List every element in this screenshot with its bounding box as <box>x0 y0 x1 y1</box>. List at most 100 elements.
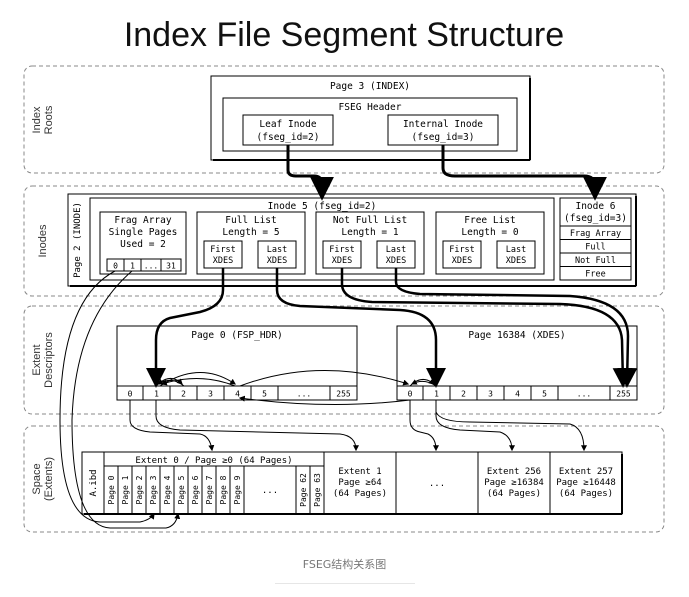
space-pages-ellipsis: ... <box>262 486 278 496</box>
space-page-6: Page 6 <box>191 475 200 504</box>
row-space: Space (Extents) <box>23 425 665 533</box>
space-file: A.ibd Extent 0 / Page ≥0 (64 Pages) Page… <box>81 451 623 515</box>
full-list-line2: Length = 5 <box>222 227 279 238</box>
extent-0-title: Extent 0 / Page ≥0 (64 Pages) <box>135 456 292 466</box>
frag-array-line3: Used = 2 <box>120 239 166 250</box>
full-list-first-xdes <box>203 240 243 269</box>
space-page-0: Page 0 <box>107 475 116 504</box>
arrow-right-0-to-left-4 <box>238 395 411 406</box>
free-first-xdes <box>442 240 482 269</box>
not-full-last-line1: Last <box>386 245 406 255</box>
space-page-5: Page 5 <box>177 475 186 504</box>
xdes-right-cell-255: 255 <box>616 390 631 399</box>
free-list-line2: Length = 0 <box>461 227 518 238</box>
xdes-left-cell-5: 5 <box>262 390 267 399</box>
xdes-right-cell-2: 2 <box>461 390 466 399</box>
inode-6: Inode 6 (fseg_id=3) Frag Array Full Not … <box>559 197 632 281</box>
space-page-4: Page 4 <box>163 475 172 504</box>
not-full-list-line1: Not Full List <box>333 215 407 226</box>
xdes-left-cell-0: 0 <box>128 390 133 399</box>
space-page-8: Page 8 <box>219 475 228 504</box>
inode-6-title-1: Inode 6 <box>575 201 615 212</box>
row-label-extent-2: Descriptors <box>43 332 55 388</box>
free-last-xdes <box>496 240 536 269</box>
arrow-xdes-r0-to-middle <box>409 400 439 452</box>
extent-256-line3: (64 Pages) <box>487 489 541 499</box>
row-label-space-2: (Extents) <box>43 457 55 501</box>
inode-5-title: Inode 5 (fseg_id=2) <box>268 201 377 212</box>
xdes-left-cell-255: 255 <box>336 390 351 399</box>
inode-6-frag-array: Frag Array <box>570 229 621 239</box>
frag-cell-0: 0 <box>113 262 118 271</box>
row-label-extent-1: Extent <box>31 344 43 375</box>
row-label-inodes: Inodes <box>37 224 49 258</box>
leaf-inode-id: (fseg_id=2) <box>257 132 320 143</box>
diagram-title: Index File Segment Structure <box>124 16 564 54</box>
arrow-full-first <box>146 268 225 388</box>
arrow-frag1-to-page <box>71 270 181 529</box>
figure-caption: FSEG结构关系图 <box>302 558 387 571</box>
xdes-left-cell-4: 4 <box>235 390 240 399</box>
full-first-line1: First <box>210 245 236 255</box>
extent-1 <box>323 451 397 515</box>
arrow-frag0-to-page <box>59 270 155 523</box>
row-label-index-roots-2: Roots <box>43 105 55 134</box>
frag-array-line1: Frag Array <box>114 215 171 226</box>
xdes-right-cell-4: 4 <box>515 390 520 399</box>
xdes-right-cell-3: 3 <box>488 390 493 399</box>
row-label-index-roots-1: Index <box>31 106 43 133</box>
row-inodes: Inodes <box>23 185 665 297</box>
inode-6-full: Full <box>585 243 605 253</box>
extent-1-line1: Extent 1 <box>338 467 381 477</box>
arrows <box>59 145 638 529</box>
xdes-left-cell-2: 2 <box>181 390 186 399</box>
not-full-first-line2: XDES <box>332 256 352 266</box>
full-list-last-xdes <box>257 240 297 269</box>
xdes-right-cells: 0 1 2 3 4 5 ... 255 <box>396 385 638 401</box>
row-extent-descriptors: Extent Descriptors <box>23 305 665 415</box>
extent-1-line2: Page ≥64 <box>338 478 381 488</box>
xdes-left-cells: 0 1 2 3 4 5 ... 255 <box>116 385 358 401</box>
xdes-page-0: Page 0 (FSP_HDR) <box>116 325 358 387</box>
xdes-left-cell-1: 1 <box>154 390 159 399</box>
fseg-header-label: FSEG Header <box>339 102 402 113</box>
row-index-roots: Index Roots <box>23 65 665 174</box>
xdes-right-cell-5: 5 <box>542 390 547 399</box>
full-list-line1: Full List <box>225 215 276 226</box>
arrow-xdes-4-to-1 <box>160 377 236 387</box>
row-label-space-1: Space <box>31 463 43 494</box>
arrow-notfull-first <box>340 268 633 388</box>
arrow-xdes0-to-extent0 <box>129 400 215 452</box>
extent-1-line3: (64 Pages) <box>333 489 387 499</box>
xdes-right-cell-ellipsis: ... <box>577 390 591 399</box>
arrow-notfull-last <box>394 268 638 388</box>
internal-inode-id: (fseg_id=3) <box>412 132 475 143</box>
space-page-63: Page 63 <box>313 473 322 507</box>
extent-middle <box>395 451 479 515</box>
full-last-line2: XDES <box>267 256 287 266</box>
arrow-xdes-r1-to-extent256 <box>435 400 515 452</box>
space-page-3: Page 3 <box>149 475 158 504</box>
extent-0 <box>103 451 325 515</box>
free-last-line2: XDES <box>506 256 526 266</box>
space-page-1: Page 1 <box>121 475 130 504</box>
extent-257-line2: Page ≥16448 <box>556 478 616 488</box>
extent-256 <box>477 451 551 515</box>
arrow-xdes-4-to-right-0 <box>239 370 410 387</box>
xdes-right-cell-1: 1 <box>434 390 439 399</box>
xdes-left-cell-3: 3 <box>208 390 213 399</box>
frag-array-line2: Single Pages <box>109 227 178 238</box>
frag-cell-ellipsis: ... <box>144 262 158 271</box>
extent-middle-ellipsis: ... <box>429 479 445 489</box>
inode-6-free: Free <box>585 270 605 280</box>
extent-256-line2: Page ≥16384 <box>484 478 544 488</box>
full-first-line2: XDES <box>213 256 233 266</box>
arrow-xdes-2-to-1 <box>156 379 185 387</box>
extent-257-line1: Extent 257 <box>559 467 613 477</box>
space-page-62: Page 62 <box>299 473 308 507</box>
internal-inode-label: Internal Inode <box>403 119 483 130</box>
arrow-leaf-to-inode5 <box>286 145 334 201</box>
file-label: A.ibd <box>89 469 99 496</box>
page16384-title: Page 16384 (XDES) <box>468 330 565 341</box>
inode-page-side-label: Page 2 (INODE) <box>73 202 83 278</box>
